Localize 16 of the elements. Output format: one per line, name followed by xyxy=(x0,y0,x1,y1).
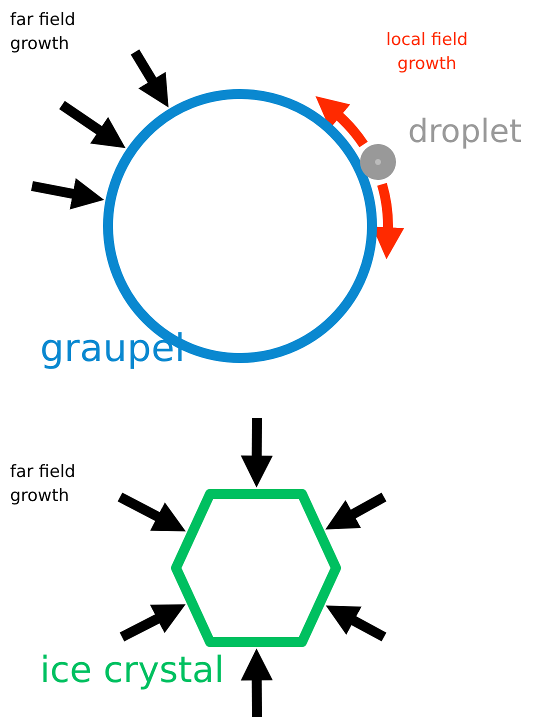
graupel-label: graupel xyxy=(40,326,186,370)
arrow xyxy=(240,648,273,718)
arrow xyxy=(326,606,386,642)
arrow xyxy=(120,604,186,642)
annotation-text: far field growth xyxy=(10,9,76,56)
arrow xyxy=(325,492,386,530)
arrow xyxy=(118,492,186,532)
arrow xyxy=(240,418,273,488)
curved-arrow xyxy=(316,95,368,148)
arrow xyxy=(31,178,104,210)
arrow xyxy=(130,49,169,108)
ice-crystal-label: ice crystal xyxy=(40,650,224,691)
arrow xyxy=(59,100,126,148)
annotation-text: far field growth xyxy=(10,461,76,508)
droplet-label: droplet xyxy=(408,112,522,150)
annotation-text: local field growth xyxy=(385,29,469,76)
